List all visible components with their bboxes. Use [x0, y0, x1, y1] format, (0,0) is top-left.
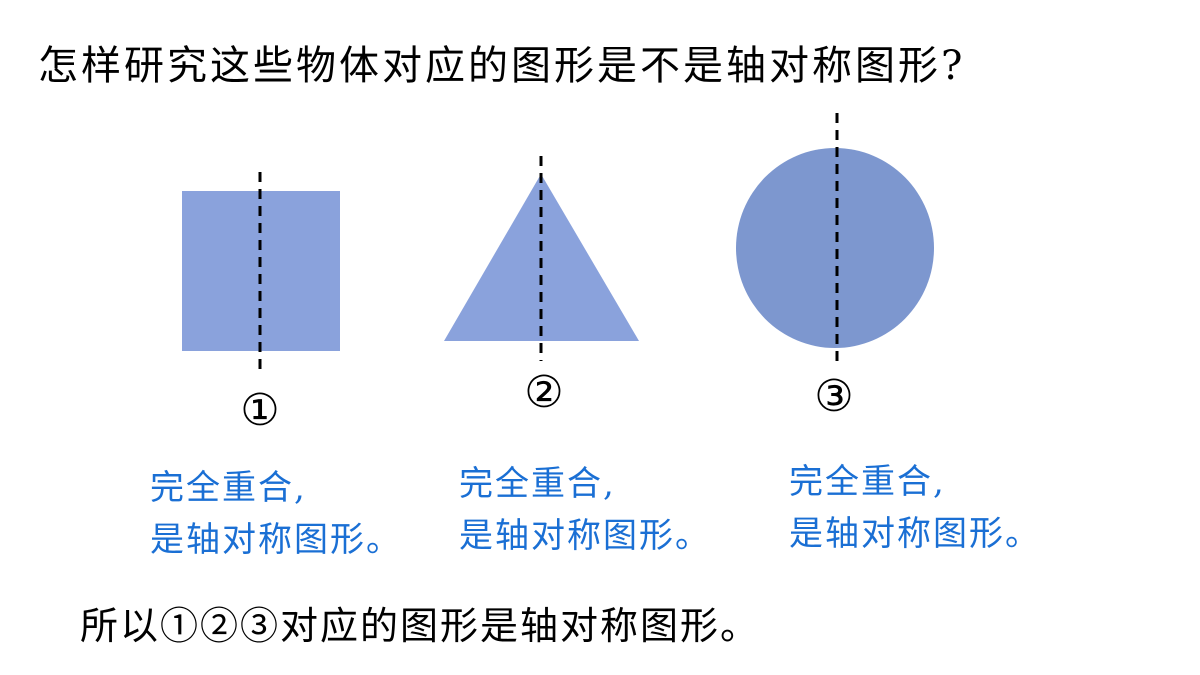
- caption-line-1: 完全重合,: [789, 462, 946, 502]
- circle-shape: [736, 148, 934, 348]
- triangle-shape: [444, 174, 639, 341]
- conclusion-text: 所以①②③对应的图形是轴对称图形。: [80, 604, 761, 648]
- caption-line-1: 完全重合,: [459, 464, 616, 504]
- figure-number-2: ②: [524, 367, 564, 418]
- question-title: 怎样研究这些物体对应的图形是不是轴对称图形?: [38, 43, 966, 89]
- caption-line-2: 是轴对称图形。: [459, 516, 711, 556]
- square-shape: [182, 191, 340, 351]
- figure-number-3: ③: [814, 371, 854, 422]
- caption-figure-1: 完全重合, 是轴对称图形。: [150, 462, 402, 566]
- caption-line-1: 完全重合,: [150, 468, 307, 508]
- caption-line-2: 是轴对称图形。: [150, 520, 402, 560]
- figure-number-1: ①: [240, 385, 280, 436]
- caption-figure-2: 完全重合, 是轴对称图形。: [459, 458, 711, 562]
- caption-line-2: 是轴对称图形。: [789, 514, 1041, 554]
- caption-figure-3: 完全重合, 是轴对称图形。: [789, 456, 1041, 560]
